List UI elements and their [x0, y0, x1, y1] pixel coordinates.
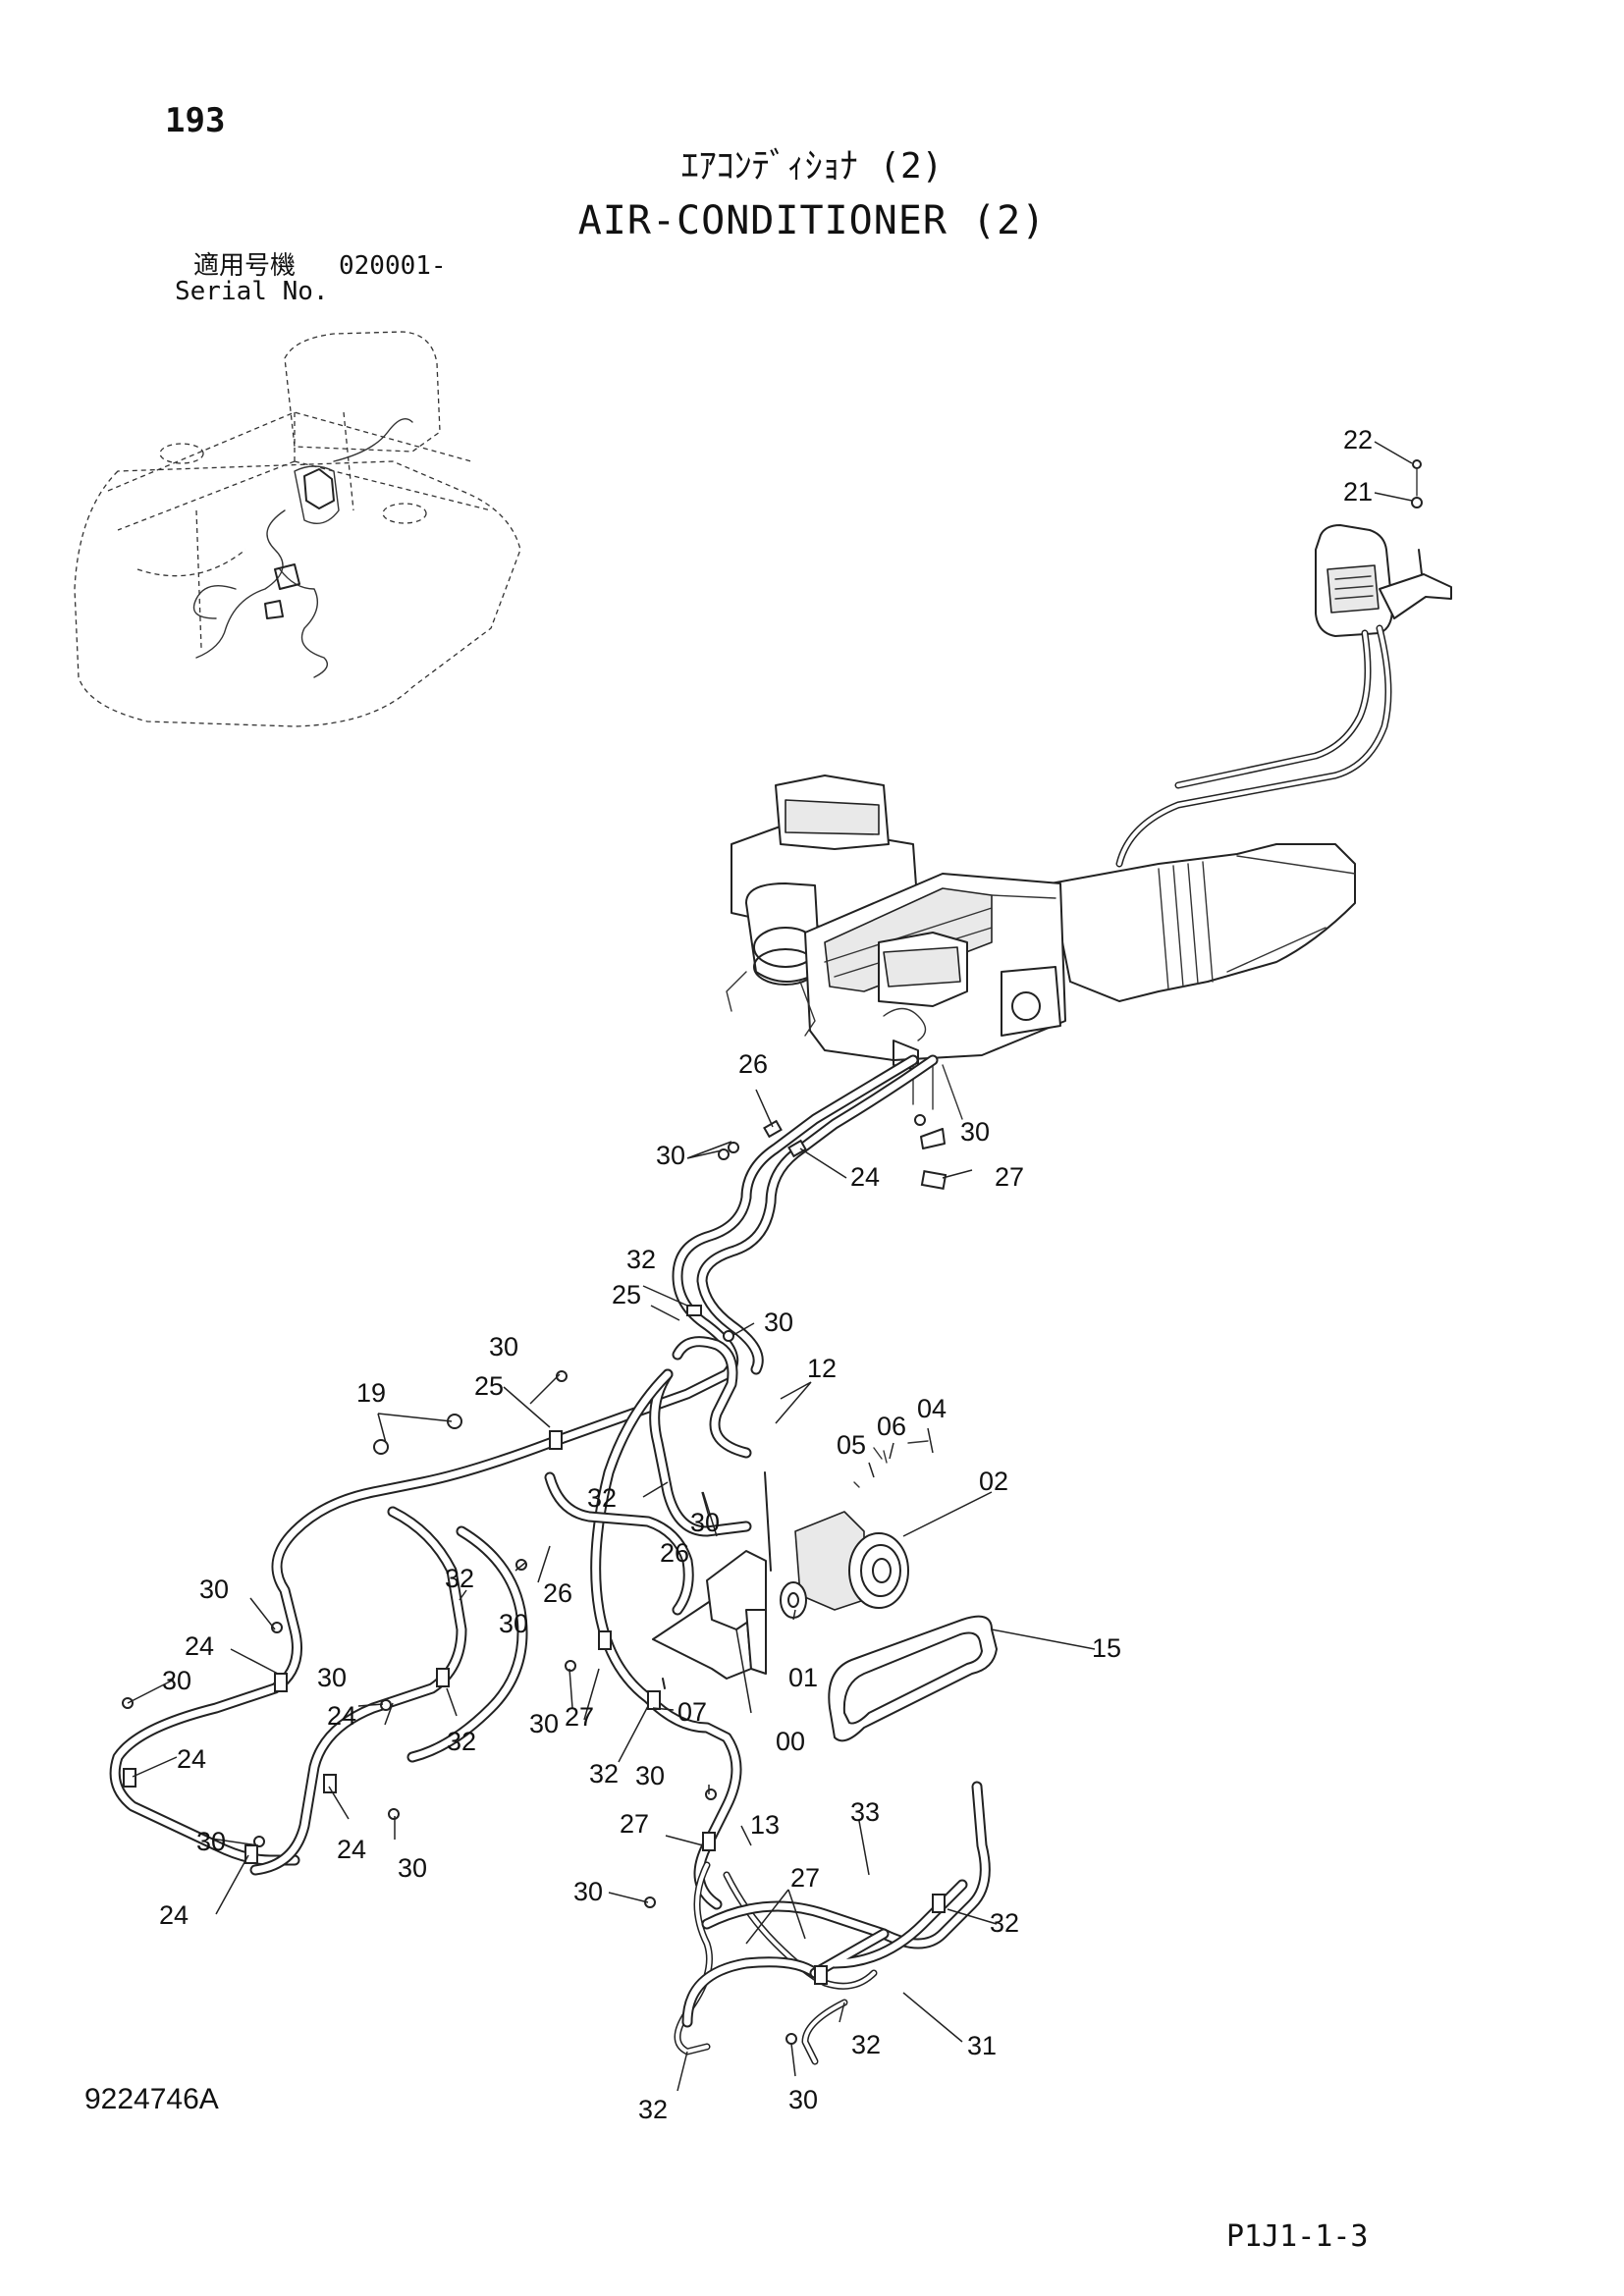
callout-30: 30 — [764, 1308, 793, 1337]
callout-24: 24 — [337, 1835, 366, 1864]
callout-30: 30 — [398, 1853, 427, 1883]
callout-22: 22 — [1343, 425, 1373, 454]
callout-27: 27 — [620, 1809, 649, 1839]
callout-27: 27 — [790, 1863, 820, 1893]
callout-30: 30 — [788, 2085, 818, 2114]
serial-label-japanese: 適用号機 — [193, 251, 297, 281]
callout-30: 30 — [317, 1663, 347, 1692]
serial-label-english: Serial No. — [175, 277, 329, 306]
callout-30: 30 — [199, 1575, 229, 1604]
callout-26: 26 — [543, 1578, 572, 1608]
control-harness — [1115, 624, 1392, 868]
callout-13: 13 — [750, 1810, 780, 1840]
callout-32: 32 — [589, 1759, 619, 1789]
callout-32: 32 — [990, 1908, 1019, 1938]
drawing-number: 9224746A — [84, 2083, 219, 2115]
air-conditioner-unit — [726, 774, 1356, 1120]
title-japanese: ｴｱｺﾝﾃﾞｨｼｮﾅ (2) — [680, 146, 944, 187]
callout-06: 06 — [877, 1412, 906, 1441]
callout-30: 30 — [690, 1508, 720, 1537]
page-code: P1J1-1-3 — [1226, 2219, 1369, 2254]
callout-27: 27 — [565, 1702, 594, 1732]
callout-02: 02 — [979, 1467, 1008, 1496]
callout-30: 30 — [635, 1761, 665, 1790]
callout-24: 24 — [850, 1162, 880, 1192]
title-english: AIR-CONDITIONER (2) — [577, 198, 1047, 243]
compressor-assembly — [652, 1440, 998, 1742]
callout-26: 26 — [660, 1538, 689, 1568]
callout-30: 30 — [489, 1332, 518, 1362]
ac-control-panel — [1315, 459, 1452, 637]
callout-05: 05 — [837, 1430, 866, 1460]
leader-lines — [127, 441, 1413, 2092]
callout-30: 30 — [196, 1827, 226, 1856]
callout-33: 33 — [850, 1797, 880, 1827]
callout-30: 30 — [162, 1666, 191, 1695]
callout-00: 00 — [776, 1727, 805, 1756]
callout-30: 30 — [656, 1141, 685, 1170]
callout-24: 24 — [327, 1701, 356, 1731]
serial-range: 020001- — [339, 251, 447, 281]
machine-overview-inset — [74, 331, 521, 727]
callout-31: 31 — [967, 2031, 997, 2060]
callout-25: 25 — [474, 1371, 504, 1401]
callout-32: 32 — [447, 1727, 476, 1756]
callout-32: 32 — [638, 2095, 668, 2124]
callout-24: 24 — [159, 1900, 189, 1930]
callout-30: 30 — [529, 1709, 559, 1738]
lower-harness — [674, 1781, 991, 2065]
callout-30: 30 — [573, 1877, 603, 1906]
callout-01: 01 — [788, 1663, 818, 1692]
callout-19: 19 — [356, 1378, 386, 1408]
callout-24: 24 — [177, 1744, 206, 1774]
callout-07: 07 — [677, 1697, 707, 1727]
callout-30: 30 — [960, 1117, 990, 1147]
callout-numbers: 22 21 26 30 30 24 27 32 25 30 30 25 12 1… — [159, 425, 1373, 2124]
callout-04: 04 — [917, 1394, 947, 1423]
refrigerant-hoses — [109, 1054, 939, 1910]
callout-15: 15 — [1092, 1633, 1121, 1663]
callout-21: 21 — [1343, 477, 1373, 507]
callout-32: 32 — [851, 2030, 881, 2059]
callout-26: 26 — [738, 1049, 768, 1079]
callout-24: 24 — [185, 1631, 214, 1661]
callout-30: 30 — [499, 1609, 528, 1638]
page-number: 193 — [165, 101, 226, 140]
callout-32: 32 — [445, 1564, 474, 1593]
callout-32: 32 — [626, 1245, 656, 1274]
callout-32: 32 — [587, 1483, 617, 1513]
callout-27: 27 — [995, 1162, 1024, 1192]
callout-25: 25 — [612, 1280, 641, 1309]
callout-12: 12 — [807, 1354, 837, 1383]
clamps-and-bolts — [122, 1114, 947, 2045]
